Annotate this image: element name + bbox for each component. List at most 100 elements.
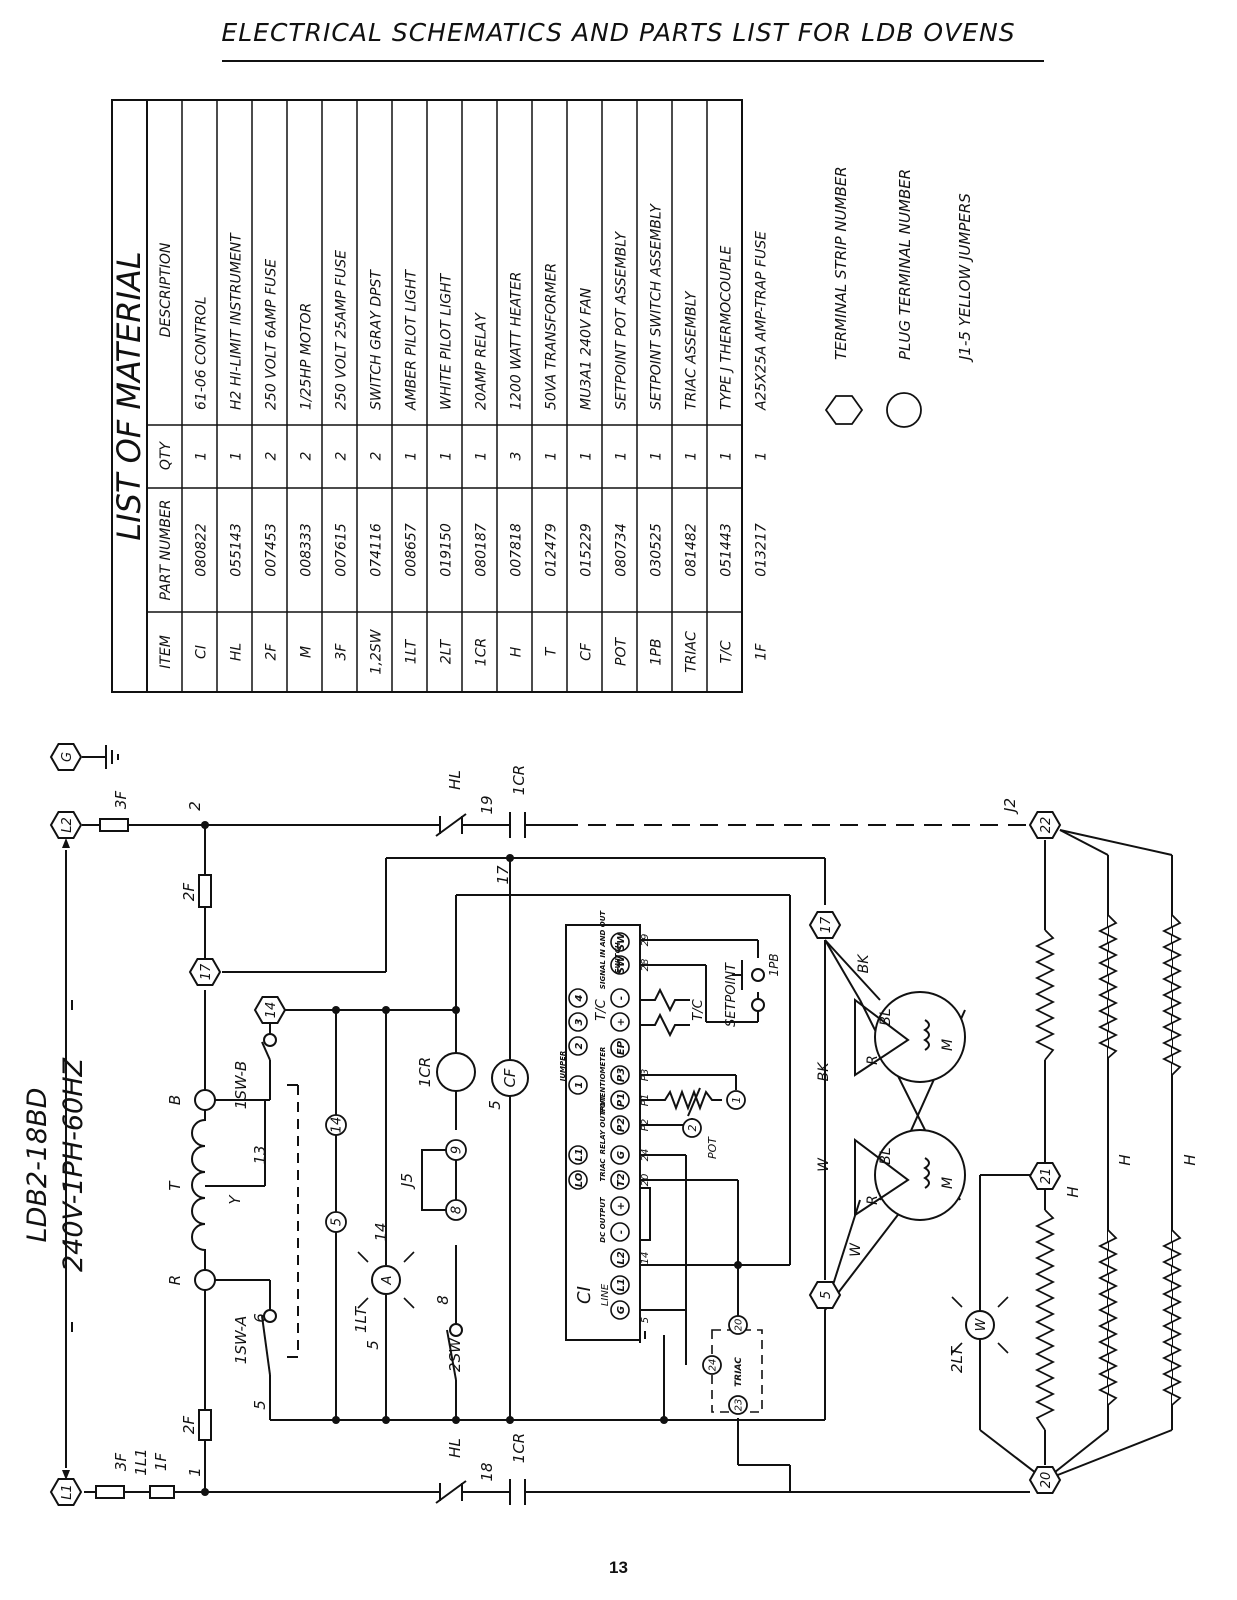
bom-cell: H — [509, 646, 525, 657]
switch-1sw-a-contact — [263, 1309, 277, 1323]
terminal-g-label: G — [60, 752, 75, 762]
label-cf: CF — [501, 1068, 519, 1087]
pot-terminal-2: 2 — [682, 1118, 702, 1138]
plug-23: 23 — [728, 1395, 748, 1415]
label-1cr-coil: 1CR — [416, 1057, 434, 1087]
plug-5: 5 — [325, 1211, 347, 1233]
ci-terminal: L1 — [568, 1145, 588, 1165]
ci-terminal-label: 1 — [574, 1082, 585, 1089]
bom-cell: SWITCH GRAY DPST — [369, 269, 385, 410]
ci-terminal-label: - — [616, 1230, 627, 1234]
fuse-2f-bottom — [198, 1409, 212, 1441]
bom-cell: 080822 — [194, 523, 210, 577]
bom-cell: 50VA TRANSFORMER — [544, 263, 560, 410]
transformer-tap-r — [194, 1269, 216, 1291]
bom-header-item: ITEM — [158, 635, 174, 669]
bom-cell: 1 — [194, 452, 210, 461]
bom-cell: 030525 — [649, 523, 665, 577]
bom-cell: 1,2SW — [369, 628, 385, 674]
label-m-1: M — [940, 1039, 956, 1051]
label-1pb: 1PB — [767, 953, 781, 976]
ci-terminal-label: + — [616, 1202, 627, 1210]
legend-jumpers: J1-5 YELLOW JUMPERS — [956, 193, 974, 363]
terminal-l2: L2 — [49, 811, 83, 839]
label-hl-top: HL — [446, 770, 464, 790]
motor-2 — [874, 1129, 966, 1221]
label-h-3: H — [1181, 1154, 1199, 1165]
ci-terminal-label: G — [616, 1306, 627, 1314]
label-r-1: R — [865, 1055, 881, 1065]
label-triac-box: TRIAC — [734, 1357, 744, 1387]
bom-cell: 1F — [754, 643, 770, 661]
label-tc-header: T/C — [594, 998, 609, 1020]
bom-cell: M — [299, 646, 315, 658]
label-wire-18: 18 — [478, 1462, 496, 1481]
bom-cell: 1 — [719, 452, 735, 461]
plug-20: 20 — [728, 1315, 748, 1335]
bom-cell: 250 VOLT 25AMP FUSE — [334, 250, 350, 410]
plug-5-label: 5 — [330, 1218, 345, 1226]
bom-cell: 2 — [369, 451, 385, 460]
label-p2: P2 — [640, 1119, 651, 1131]
bom-cell: 1LT — [404, 638, 420, 664]
ci-terminal-label: SW — [616, 955, 627, 974]
bom-cell: 1200 WATT HEATER — [509, 272, 525, 410]
label-w-1: W — [816, 1157, 832, 1172]
bom-header-description: DESCRIPTION — [158, 242, 174, 337]
label-triac-output: TRIAC — [599, 1158, 607, 1182]
label-1cr-top: 1CR — [510, 765, 528, 795]
legend-hexagon-icon — [824, 395, 864, 425]
bom-cell: 1 — [614, 452, 630, 461]
label-wire-5: 5 — [251, 1400, 269, 1410]
terminal-l2-label: L2 — [60, 817, 75, 833]
terminal-17-left-label: 17 — [199, 963, 214, 980]
terminal-17-right-label: 17 — [819, 916, 834, 933]
label-ci-20: 20 — [640, 1174, 651, 1187]
components — [194, 968, 995, 1340]
ci-terminal-label: P1 — [616, 1093, 627, 1107]
bom-cell: 080734 — [614, 523, 630, 576]
model-name: LDB2-18BD — [22, 1088, 53, 1243]
label-tc: T/C — [691, 998, 706, 1020]
bom-cell: POT — [614, 637, 630, 666]
ci-terminal: P3 — [610, 1065, 630, 1085]
motor-1-triangle — [854, 997, 910, 1077]
label-bk-2: BK — [816, 1061, 832, 1082]
terminal-20-label: 20 — [1039, 1472, 1054, 1489]
ci-terminal-label: L1 — [616, 1278, 627, 1291]
fuse-1f — [149, 1485, 175, 1499]
model-power: 240V-1PH-60HZ — [58, 1057, 89, 1272]
bom-cell: 250 VOLT 6AMP FUSE — [264, 259, 280, 410]
bom-cell: 080187 — [474, 523, 490, 577]
bom-cell: 007453 — [264, 523, 280, 576]
bom-cell: HL — [229, 643, 245, 661]
label-1sw-b: 1SW-B — [232, 1061, 250, 1109]
legend-plug-terminal: PLUG TERMINAL NUMBER — [896, 169, 914, 360]
label-ci: CI — [574, 1286, 595, 1304]
label-wire-17: 17 — [494, 865, 512, 885]
ci-terminal: - — [610, 988, 630, 1008]
ci-terminal: LO — [568, 1170, 588, 1190]
plug-24: 24 — [702, 1355, 722, 1375]
bom-cell: 008333 — [299, 523, 315, 576]
bom-cell: 2 — [299, 451, 315, 460]
bom-cell: 1PB — [649, 639, 665, 666]
bom-cell: 1 — [649, 452, 665, 461]
pilot-light-rays — [357, 1251, 1009, 1354]
fan-cf — [491, 1059, 529, 1097]
plug-8-label: 8 — [450, 1206, 465, 1214]
switch-2sw-contact — [449, 1323, 463, 1337]
ci-terminal: L2 — [610, 1248, 630, 1268]
bom-cell: 2 — [264, 451, 280, 460]
terminal-22: 22 — [1028, 811, 1062, 839]
bom-cell: 008657 — [404, 523, 420, 577]
terminal-5: 5 — [808, 1281, 842, 1309]
bom-cell: 007615 — [334, 523, 350, 577]
plug-24-label: 24 — [708, 1359, 719, 1372]
label-wire-13: 13 — [251, 1145, 269, 1164]
pilot-light-2lt — [965, 1310, 995, 1340]
